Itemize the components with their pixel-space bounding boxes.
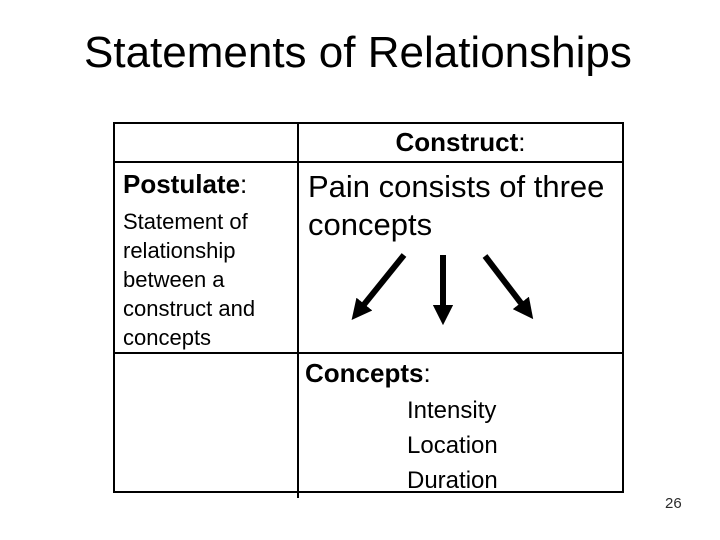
construct-statement-cell: Pain consists of three concepts (299, 163, 622, 354)
arrow-down-right-icon (482, 254, 534, 320)
slide-title: Statements of Relationships (84, 28, 632, 77)
relationship-table: Construct: Postulate: Statement of relat… (113, 122, 624, 498)
postulate-label: Postulate: (123, 168, 293, 200)
empty-top-left-cell (115, 124, 299, 163)
empty-bottom-left-cell (115, 354, 299, 498)
arrow-down-left-icon (351, 253, 407, 320)
concepts-label-text: Concepts (305, 358, 424, 388)
construct-label: Construct (395, 127, 519, 157)
postulate-colon: : (240, 169, 248, 199)
concept-item-intensity: Intensity (407, 397, 497, 424)
concept-item-duration: Duration (407, 467, 498, 494)
concepts-colon: : (423, 358, 431, 388)
postulate-description: Statement of relationship between a cons… (123, 209, 256, 350)
page-number: 26 (665, 495, 682, 512)
construct-statement-text: Pain consists of three concepts (308, 169, 605, 242)
concepts-cell: Concepts: Intensity Location Duration (299, 354, 622, 498)
postulate-label-text: Postulate (123, 169, 241, 199)
construct-header-cell: Construct: (299, 124, 622, 163)
concepts-label: Concepts: (305, 358, 622, 389)
concept-item-location: Location (407, 432, 498, 459)
construct-colon: : (518, 127, 526, 157)
arrows-graphic (351, 253, 534, 326)
postulate-cell: Postulate: Statement of relationship bet… (115, 163, 299, 354)
concepts-list: Intensity Location Duration (407, 393, 622, 498)
